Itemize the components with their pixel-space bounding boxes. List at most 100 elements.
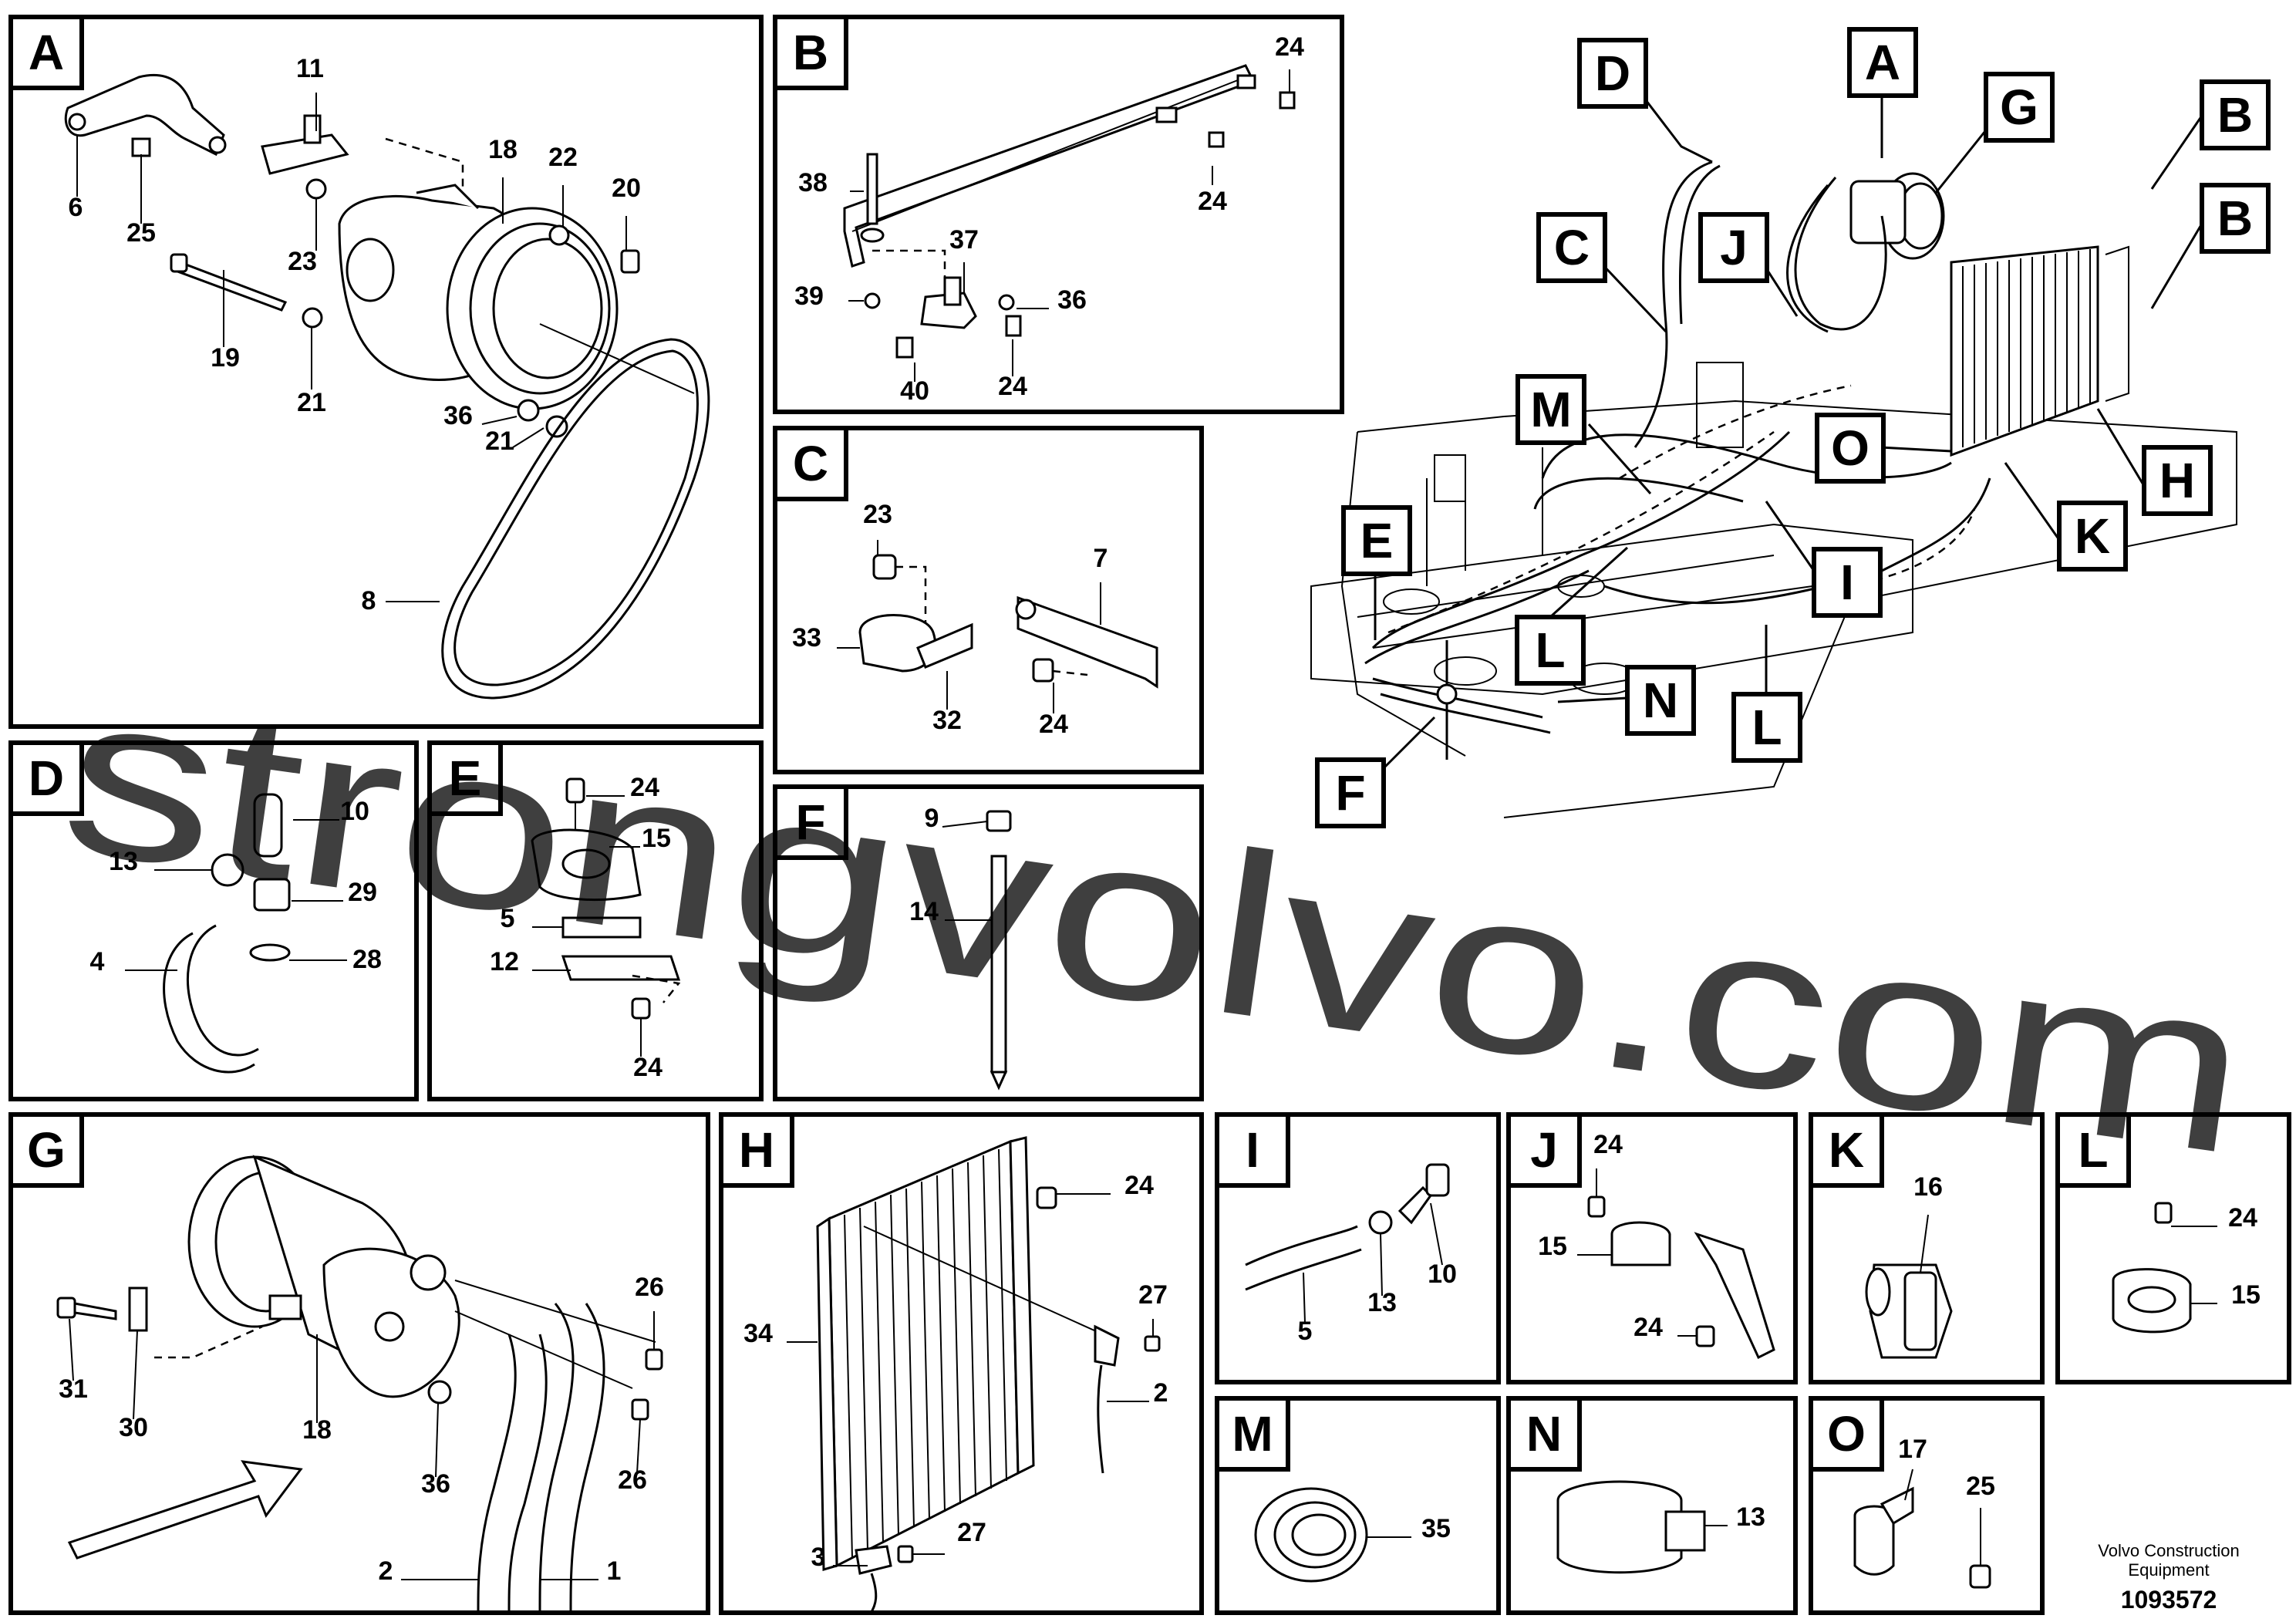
panel-tag: L [2078,1122,2108,1178]
overview-tag-label: D [1595,46,1630,101]
panel-o-drawing [1853,1469,1991,1589]
part-callout: 38 [798,168,828,197]
panel-tag: A [29,25,64,80]
part-callout: 2 [1154,1378,1168,1408]
overview-tag-label: B [2217,87,2253,143]
part-callout: 28 [352,945,382,974]
panel-i-drawing [1245,1163,1450,1324]
overview-tag-d: D [1577,38,1648,109]
part-callout: 24 [1039,710,1068,739]
part-callout: 39 [794,282,824,311]
overview-tag-o: O [1815,413,1886,484]
panel-tag-box [1506,1396,1582,1472]
part-callout: 35 [1421,1514,1451,1543]
part-callout: 6 [69,193,83,222]
overview-tag-label: I [1840,555,1854,610]
part-callout: 17 [1898,1435,1927,1464]
part-callout: 36 [443,401,473,430]
panel-tag-box [427,740,503,816]
panel-tag: B [793,25,828,80]
panel-tag: O [1827,1406,1866,1462]
overview-tag-label: A [1865,35,1900,90]
overview-tag-box [2142,445,2213,516]
overview-tag-label: B [2217,191,2253,246]
part-callout: 11 [296,54,324,83]
overview-tag-label: L [1752,700,1782,755]
document-number: 1093572 [2121,1586,2217,1614]
part-callout: 9 [925,804,939,833]
panel-tag-box [1809,1396,1884,1472]
panel-tag: N [1526,1406,1562,1462]
panel-tag: D [29,750,64,806]
part-callout: 7 [1094,544,1108,573]
overview-tag-b: B [2200,183,2271,254]
panel-frame [8,15,764,729]
panel-a-drawing [64,73,710,700]
panel-tag: I [1246,1122,1259,1178]
overview-leaders [1374,73,2203,773]
overview-tag-box [2200,183,2271,254]
panel-d-drawing [125,793,347,1074]
panel-tag: J [1530,1122,1558,1178]
part-callout: 23 [288,247,317,276]
panel-j-drawing [1577,1168,1775,1360]
part-callout: 32 [932,706,962,735]
part-callout: 5 [1298,1317,1313,1346]
panel-tag: K [1829,1122,1864,1178]
overview-tag-label: H [2159,453,2195,508]
overview-tag-label: K [2075,508,2110,564]
part-callout: 20 [612,174,641,203]
panel-o: O 17 25 [1809,1396,2045,1615]
panel-tag: M [1232,1406,1273,1462]
part-callout: 15 [642,824,671,853]
part-callout: 37 [949,225,979,255]
panel-tag-box [8,15,84,90]
overview-tag-box [1536,212,1607,283]
overview-tag-box [1515,615,1586,686]
part-callout: 2 [379,1556,393,1586]
panel-tag-box [1809,1112,1884,1188]
overview-compressor [1849,172,1945,260]
part-callout: 24 [1633,1313,1663,1342]
panel-tag-box [719,1112,794,1188]
part-callout: 4 [90,947,105,976]
panel-tag: H [739,1122,774,1178]
overview-assembly [1310,160,2237,818]
part-callout: 15 [1538,1232,1567,1261]
overview-tag-label: E [1360,513,1394,568]
overview-tag-box [1315,757,1386,828]
overview-tag-label: O [1831,420,1870,476]
part-callout: 5 [501,904,515,933]
overview-tag-box [1577,38,1648,109]
overview-tag-box [1731,692,1802,763]
part-callout: 1 [607,1556,622,1586]
overview-tag-box [1341,505,1412,576]
overview-tag-box [1698,212,1769,283]
overview-condenser [1950,245,2129,457]
part-callout: 21 [297,388,326,417]
panel-g-drawing [56,1155,663,1613]
part-callout: 13 [1736,1502,1765,1532]
footer-line2: Equipment [2128,1560,2209,1580]
overview-tag-l: L [1515,615,1586,686]
overview-tag-box [1812,547,1883,618]
overview-tag-f: F [1315,757,1386,828]
panel-tag-box [773,426,848,501]
overview-tag-k: K [2057,501,2128,572]
overview-tag-i: I [1812,547,1883,618]
part-callout: 25 [1966,1472,1995,1501]
overview-tag-label: N [1643,673,1678,728]
part-callout: 16 [1913,1172,1943,1202]
footer: Volvo Construction Equipment 1093572 [2098,1541,2239,1614]
part-callout: 26 [635,1273,664,1302]
part-callout: 21 [485,427,514,456]
part-callout: 13 [109,847,138,876]
overview-tag-c: C [1536,212,1607,283]
part-callout: 27 [1138,1280,1168,1310]
overview-tag-box [1984,72,2055,143]
